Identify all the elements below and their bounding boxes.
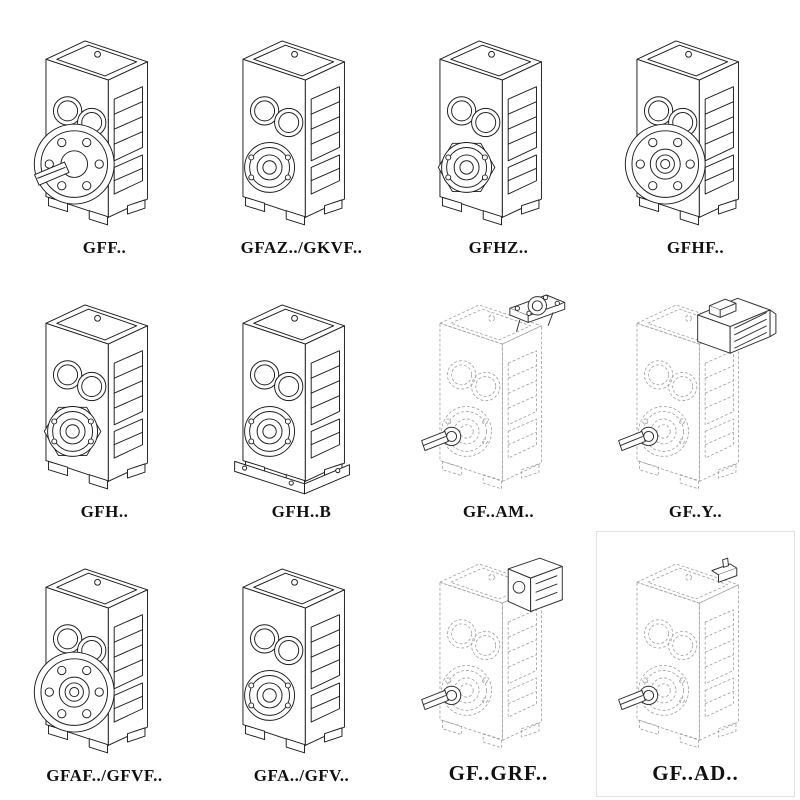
gfhf-gearbox-drawing: [625, 40, 740, 226]
cell-gfhf: GFHF..: [597, 4, 794, 268]
gfh-gearbox-drawing: [44, 304, 149, 490]
gfhz-solid-linework: [438, 40, 543, 226]
cell-gfh-b: GFH..B: [203, 268, 400, 532]
cell-gff: GFF..: [6, 4, 203, 268]
cell-gf-am: GF..AM..: [400, 268, 597, 532]
model-label: GF..Y..: [668, 502, 723, 521]
gfhz-gearbox-drawing: [438, 40, 543, 226]
cell-gfaz-gkvf: GFAZ../GKVF..: [203, 4, 400, 268]
cell-gfa-gfv: GFA../GFV..: [203, 532, 400, 796]
gf-grf-gearbox-drawing: [421, 557, 564, 749]
gfaz-gearbox-drawing: [242, 40, 346, 226]
gfh-b-gearbox-drawing: [234, 304, 351, 495]
model-label: GFAZ../GKVF..: [240, 238, 363, 257]
model-label: GFA../GFV..: [253, 766, 350, 785]
gfh-solid-linework: [44, 304, 149, 490]
model-label: GFH..B: [271, 502, 332, 521]
gfhf-solid-linework: [625, 40, 740, 226]
model-label: GFH..: [80, 502, 129, 521]
cell-gfaf-gfvf: GFAF../GFVF..: [6, 532, 203, 796]
model-label: GFHF..: [666, 238, 725, 257]
model-label: GFF..: [82, 238, 127, 257]
gf-y-gearbox-drawing: [618, 297, 777, 490]
cell-gf-ad: GF..AD..: [596, 531, 795, 797]
model-label: GF..AM..: [462, 502, 535, 521]
gfh-b-solid-linework: [234, 304, 351, 495]
model-label: GF..AD..: [652, 761, 739, 785]
gf-ad-attachments: [618, 557, 738, 711]
gff-solid-linework: [34, 40, 149, 226]
model-label: GFHZ..: [468, 238, 529, 257]
model-label: GFAF../GFVF..: [46, 766, 163, 785]
model-label: GF..GRF..: [448, 761, 549, 785]
cell-gfh: GFH..: [6, 268, 203, 532]
gf-am-attachments: [421, 294, 566, 452]
gfaf-solid-linework: [34, 568, 149, 754]
gfa-gearbox-drawing: [242, 568, 346, 754]
gf-am-phantom-linework: [439, 304, 543, 490]
gfaf-gearbox-drawing: [34, 568, 149, 754]
gf-ad-phantom-linework: [636, 563, 740, 749]
gf-am-gearbox-drawing: [421, 294, 566, 490]
gfaz-solid-linework: [242, 40, 346, 226]
cell-gf-y: GF..Y..: [597, 268, 794, 532]
cell-gf-grf: GF..GRF..: [400, 532, 597, 796]
gf-ad-gearbox-drawing: [618, 557, 740, 749]
cell-gfhz: GFHZ..: [400, 4, 597, 268]
gfa-solid-linework: [242, 568, 346, 754]
gff-gearbox-drawing: [34, 40, 149, 226]
